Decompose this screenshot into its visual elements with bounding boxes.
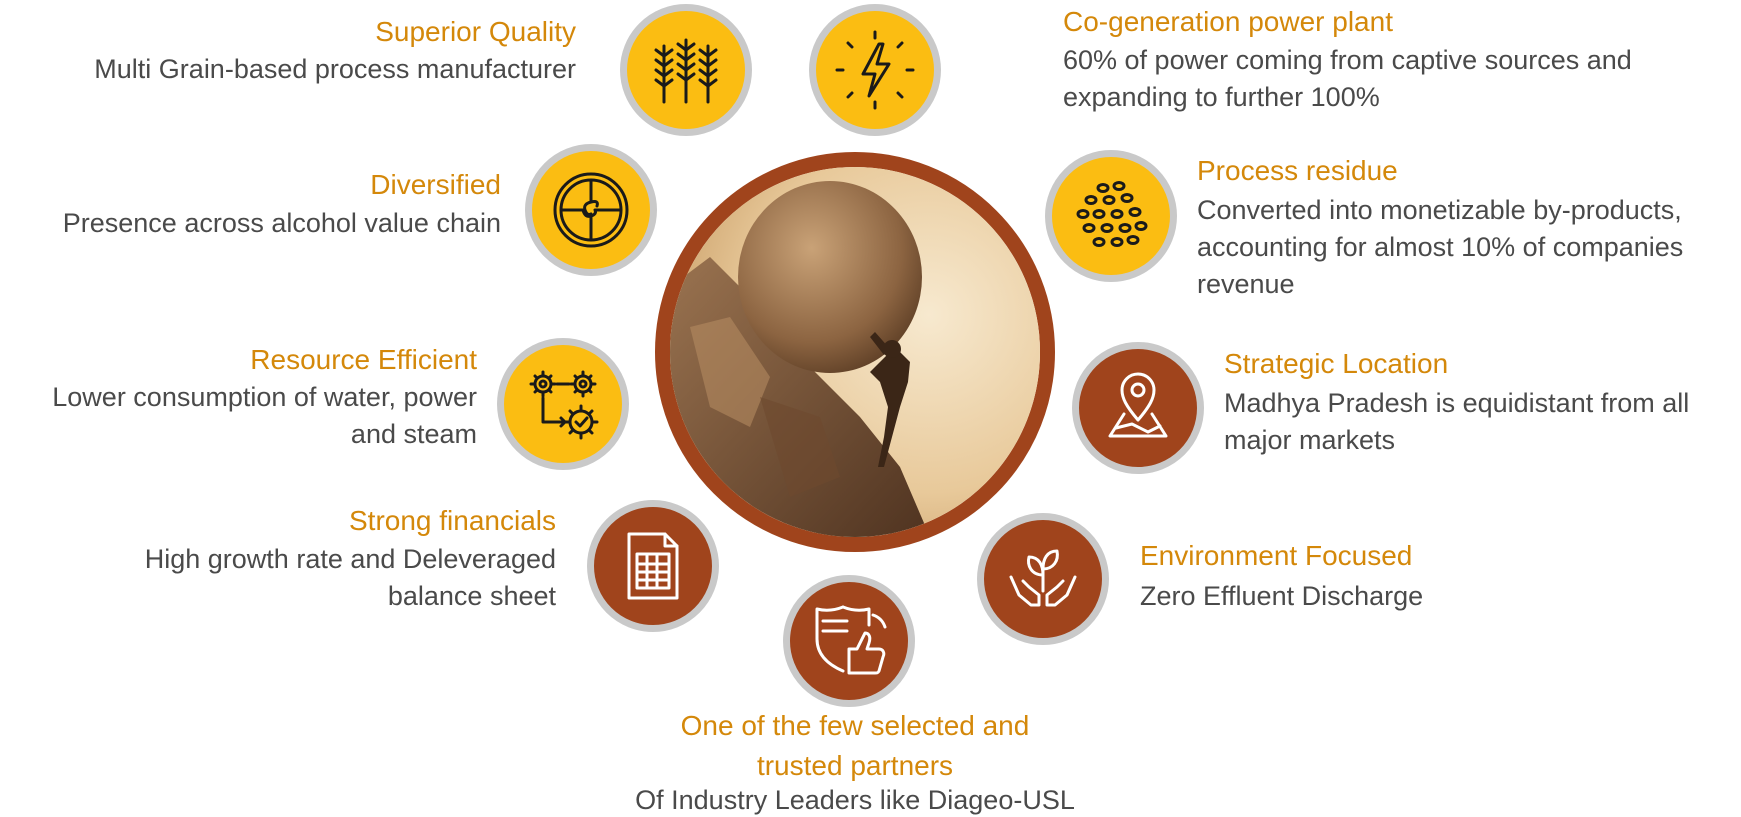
- puzzle-icon: [553, 172, 629, 248]
- item-title-environment-focused: Environment Focused: [1140, 540, 1413, 571]
- item-title-process-residue: Process residue: [1197, 155, 1398, 186]
- lightning-icon-circle: [809, 4, 941, 136]
- item-title-co-generation: Co-generation power plant: [1063, 6, 1393, 37]
- gears-icon: [529, 370, 599, 440]
- item-title-strategic-location: Strategic Location: [1224, 348, 1449, 379]
- item-desc-co-generation: 60% of power coming from captive sources…: [1063, 45, 1632, 112]
- center-image: [655, 152, 1055, 552]
- item-desc-process-residue: Converted into monetizable by-products, …: [1197, 195, 1684, 299]
- shield-thumbs-up-icon: [815, 605, 887, 675]
- puzzle-icon-circle: [525, 144, 657, 276]
- spreadsheet-icon-circle: [587, 500, 719, 632]
- sisyphus-boulder-image: [670, 167, 1040, 537]
- item-title-trusted-partners: One of the few selected and trusted part…: [680, 710, 1030, 781]
- item-desc-resource-efficient: Lower consumption of water, power and st…: [52, 382, 477, 449]
- wheat-icon: [654, 38, 718, 104]
- hands-plant-icon: [1009, 549, 1077, 607]
- item-desc-trusted-partners: Of Industry Leaders like Diageo-USL: [635, 785, 1075, 815]
- lightning-icon: [835, 30, 915, 110]
- map-pin-icon: [1108, 372, 1168, 438]
- gears-icon-circle: [497, 338, 629, 470]
- map-pin-icon-circle: [1072, 342, 1204, 474]
- item-title-diversified: Diversified: [370, 169, 501, 200]
- item-title-superior-quality: Superior Quality: [375, 16, 576, 47]
- wheat-icon-circle: [620, 4, 752, 136]
- shield-thumbs-up-icon-circle: [783, 575, 915, 707]
- item-title-strong-financials: Strong financials: [348, 505, 556, 536]
- spreadsheet-icon: [627, 532, 679, 600]
- item-desc-strategic-location: Madhya Pradesh is equidistant from all m…: [1224, 388, 1690, 455]
- grains-icon: [1076, 181, 1148, 247]
- item-desc-environment-focused: Zero Effluent Discharge: [1140, 581, 1424, 611]
- item-desc-superior-quality: Multi Grain-based process manufacturer: [94, 54, 576, 84]
- grains-icon-circle: [1045, 150, 1177, 282]
- item-desc-diversified: Presence across alcohol value chain: [62, 208, 501, 238]
- item-title-resource-efficient: Resource Efficient: [250, 344, 477, 375]
- hands-plant-icon-circle: [977, 513, 1109, 645]
- item-desc-strong-financials: High growth rate and Deleveraged balance…: [144, 544, 556, 611]
